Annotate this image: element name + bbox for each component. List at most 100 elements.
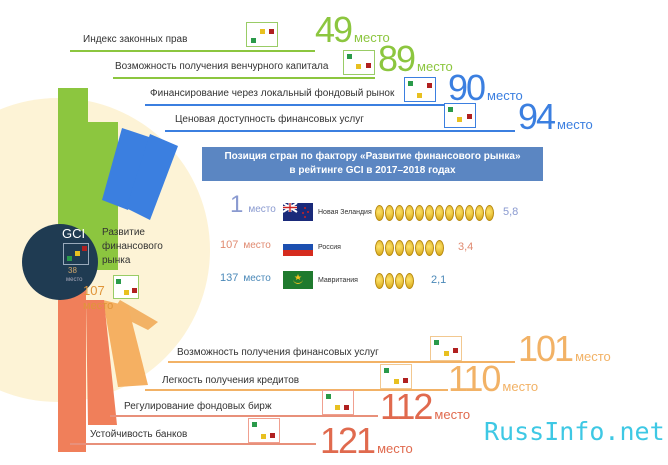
factor-label: Финансирование через локальный фондовый … <box>150 88 395 99</box>
rank-display: 94 место <box>518 96 593 137</box>
leader-line <box>70 50 315 52</box>
gci-rank: 38 <box>68 266 77 275</box>
coin-icon <box>435 205 444 221</box>
factor-rank-unit: место <box>83 300 114 312</box>
factor-label: Индекс законных прав <box>83 34 188 45</box>
rank-display: 90 место <box>448 67 523 108</box>
coin-icon <box>385 205 394 221</box>
bar-venture-capital <box>88 122 118 270</box>
coin-icon <box>445 205 454 221</box>
coin-icon <box>385 273 394 289</box>
rank-number: 90 <box>448 67 486 108</box>
country-rank-unit: место <box>243 273 271 284</box>
coin-bar <box>375 240 444 256</box>
leader-line <box>165 130 515 132</box>
rank-number: 49 <box>315 9 353 50</box>
flag-icon <box>283 238 313 256</box>
country-rank: 1 <box>230 191 244 218</box>
country-score: 3,4 <box>458 241 474 253</box>
rank-display: 101 место <box>518 328 611 369</box>
leader-line <box>70 443 316 445</box>
coin-icon <box>395 240 404 256</box>
country-rank-display: 107 место <box>220 239 271 252</box>
panel-header: Позиция стран по фактору «Развитие финан… <box>202 147 543 181</box>
factor-label: Возможность получения венчурного капитал… <box>115 61 329 72</box>
coin-icon <box>435 240 444 256</box>
rank-number: 110 <box>448 358 501 399</box>
coin-icon <box>415 240 424 256</box>
rank-number: 121 <box>320 420 376 461</box>
coin-icon <box>395 273 404 289</box>
factor-title: Развитие финансового рынка <box>102 227 163 266</box>
rank-unit: место <box>487 88 523 103</box>
rank-unit: место <box>377 441 413 456</box>
factor-rank: 107 <box>83 283 105 298</box>
trend-icon <box>248 418 280 443</box>
trend-icon <box>343 50 375 75</box>
leader-line <box>145 389 448 391</box>
rank-number: 94 <box>518 96 556 137</box>
factor-label: Ценовая доступность финансовых услуг <box>175 114 364 125</box>
coin-icon <box>475 205 484 221</box>
trend-icon <box>404 77 436 102</box>
coin-icon <box>425 205 434 221</box>
leader-line <box>168 361 515 363</box>
country-rank: 137 <box>220 272 239 284</box>
coin-icon <box>405 205 414 221</box>
coin-icon <box>405 240 414 256</box>
factor-label: Регулирование фондовых бирж <box>124 401 272 412</box>
bar-exchange-regulation <box>86 300 117 425</box>
panel-title-line2: в рейтинге GCI в 2017–2018 годах <box>289 165 456 176</box>
flag-icon <box>282 202 313 221</box>
leader-line <box>113 77 375 79</box>
bar-local-market <box>102 128 152 210</box>
rank-display: 89 место <box>378 38 453 79</box>
rank-unit: место <box>575 349 611 364</box>
bar-bank-stability <box>58 290 86 452</box>
gci-trend-icon <box>63 243 89 265</box>
factor-label: Возможность получения финансовых услуг <box>177 347 379 358</box>
rank-display: 112 место <box>380 386 471 427</box>
rank-display: 121 место <box>320 420 413 461</box>
rank-unit: место <box>354 30 390 45</box>
trend-icon <box>430 336 462 361</box>
leader-line <box>145 104 445 106</box>
factor-trend-icon <box>113 275 139 299</box>
bar-credit <box>103 300 148 387</box>
country-rank-display: 137 место <box>220 272 271 285</box>
country-name: Мавритания <box>318 277 358 284</box>
rank-number: 101 <box>518 328 574 369</box>
rank-unit: место <box>417 59 453 74</box>
trend-icon <box>322 390 354 415</box>
coin-icon <box>375 273 384 289</box>
country-rank-unit: место <box>248 204 276 215</box>
country-name: Россия <box>318 244 341 251</box>
coin-icon <box>415 205 424 221</box>
country-name: Новая Зеландия <box>318 209 372 216</box>
rank-number: 112 <box>380 386 433 427</box>
coin-bar <box>375 205 494 221</box>
country-rank-unit: место <box>243 240 271 251</box>
coin-icon <box>425 240 434 256</box>
rank-unit: место <box>502 379 539 394</box>
gci-label: GCI <box>62 226 86 241</box>
coin-icon <box>385 240 394 256</box>
rank-unit: место <box>434 407 471 422</box>
panel-title-line1: Позиция стран по фактору «Развитие финан… <box>224 151 521 162</box>
flag-icon <box>283 271 313 289</box>
rank-unit: место <box>557 117 593 132</box>
trend-icon <box>444 103 476 128</box>
rank-number: 89 <box>378 38 416 79</box>
country-score: 2,1 <box>431 274 447 286</box>
gci-rank-unit: место <box>66 277 83 283</box>
country-rank-display: 1 место <box>230 192 276 218</box>
coin-icon <box>485 205 494 221</box>
coin-icon <box>395 205 404 221</box>
country-score: 5,8 <box>503 206 519 218</box>
country-rank: 107 <box>220 239 239 251</box>
factor-label: Легкость получения кредитов <box>162 375 300 386</box>
coin-icon <box>375 205 384 221</box>
rank-display: 110 место <box>448 358 539 399</box>
